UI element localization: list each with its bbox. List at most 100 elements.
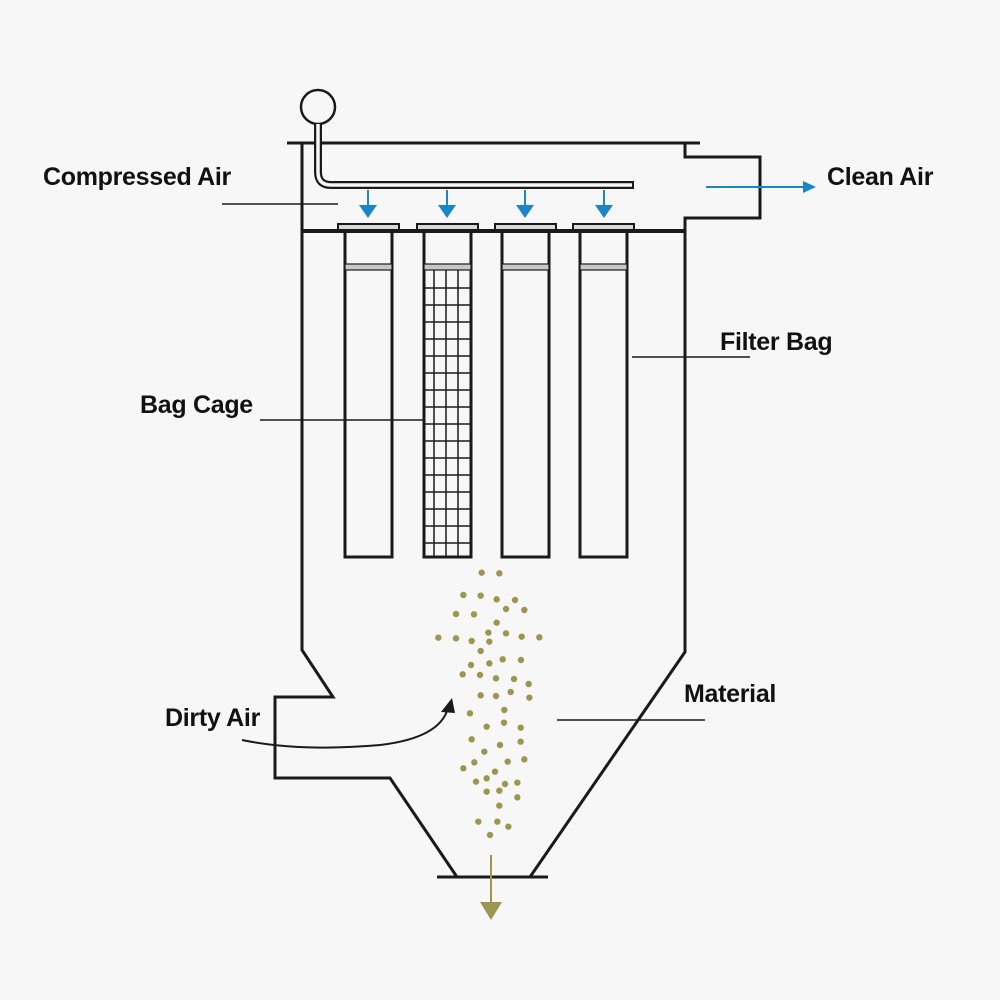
particle	[521, 606, 528, 614]
label-clean-air: Clean Air	[827, 163, 934, 191]
particle	[510, 675, 518, 683]
filter-bag	[494, 223, 557, 559]
particle	[496, 802, 503, 809]
filter-bag	[572, 223, 635, 559]
particle	[501, 706, 508, 714]
particle	[517, 724, 524, 731]
label-dirty-air: Dirty Air	[165, 704, 261, 732]
air-tank-icon	[299, 88, 337, 126]
particle	[496, 741, 504, 749]
blowpipe-outer	[314, 124, 634, 189]
left-wall-inlet	[273, 143, 459, 878]
particle	[468, 637, 475, 645]
particle	[525, 680, 532, 688]
particle	[518, 633, 525, 640]
particle	[514, 794, 521, 801]
particle	[493, 619, 500, 626]
particle	[492, 692, 500, 700]
bag-cap	[416, 223, 479, 231]
particle	[517, 738, 524, 745]
bag-cap	[572, 223, 635, 231]
label-filter-bag: Filter Bag	[720, 328, 833, 356]
particle	[511, 596, 519, 604]
bag-body	[500, 229, 551, 559]
particle	[492, 675, 500, 682]
particle	[491, 768, 499, 775]
material-particles	[435, 569, 543, 839]
particle	[459, 671, 466, 678]
particle	[452, 635, 460, 642]
particle	[521, 756, 528, 763]
discharge-arrow	[480, 855, 502, 920]
particle	[486, 660, 493, 667]
particle	[536, 634, 543, 641]
particle	[435, 634, 442, 641]
particle	[494, 818, 501, 825]
particle	[483, 775, 490, 782]
label-bag-cage: Bag Cage	[140, 391, 253, 419]
bag-cap	[494, 223, 557, 231]
particle	[517, 656, 525, 664]
particle	[507, 688, 514, 696]
bag-cap	[337, 223, 400, 231]
label-material: Material	[684, 680, 777, 708]
particle	[475, 818, 482, 825]
bag-band	[423, 263, 472, 271]
bag-band	[579, 263, 628, 271]
particle	[478, 569, 485, 576]
particle	[470, 611, 478, 618]
particle	[467, 661, 475, 669]
particle	[500, 719, 508, 726]
particle	[496, 570, 503, 577]
bag-cage-grid	[424, 270, 471, 557]
particle	[476, 671, 484, 679]
housing	[273, 141, 762, 879]
particle	[486, 831, 494, 839]
pulse-arrow	[359, 190, 377, 218]
particle	[505, 823, 512, 830]
particle	[501, 780, 509, 788]
particle	[460, 765, 467, 772]
dirty-air-arrow	[241, 698, 455, 749]
particle	[472, 778, 480, 785]
bag-body	[578, 229, 629, 559]
particle	[471, 759, 478, 766]
right-wall-outlet	[528, 143, 762, 878]
clean-air-arrow	[706, 181, 816, 193]
particle	[460, 591, 467, 599]
particle	[504, 758, 511, 765]
filter-bag	[416, 223, 479, 559]
filter-bag	[337, 223, 400, 559]
particle	[526, 694, 533, 701]
pulse-arrow	[438, 190, 456, 218]
particle	[485, 629, 492, 636]
bag-band	[344, 263, 393, 271]
label-compressed-air: Compressed Air	[43, 163, 231, 191]
particle	[502, 605, 510, 613]
pulse-arrow	[595, 190, 613, 218]
particle	[481, 748, 488, 755]
particle	[466, 710, 474, 717]
particle	[477, 647, 484, 655]
compressed-air-header	[299, 88, 634, 189]
particle	[483, 723, 490, 730]
particle	[483, 788, 490, 795]
particle	[496, 787, 503, 794]
pulse-arrow	[516, 190, 534, 218]
particle	[486, 638, 493, 645]
bag-band	[501, 263, 550, 271]
bag-body	[343, 229, 394, 559]
leader-lines	[222, 203, 750, 721]
particle	[502, 630, 510, 637]
pulse-arrows	[359, 190, 613, 218]
particle	[499, 656, 506, 663]
blowpipe-inner	[316, 124, 632, 187]
particle	[493, 596, 500, 603]
particle	[477, 692, 484, 699]
filter-bags	[337, 223, 635, 559]
particle	[477, 592, 484, 599]
particle	[452, 610, 460, 618]
bag-body	[422, 229, 473, 559]
